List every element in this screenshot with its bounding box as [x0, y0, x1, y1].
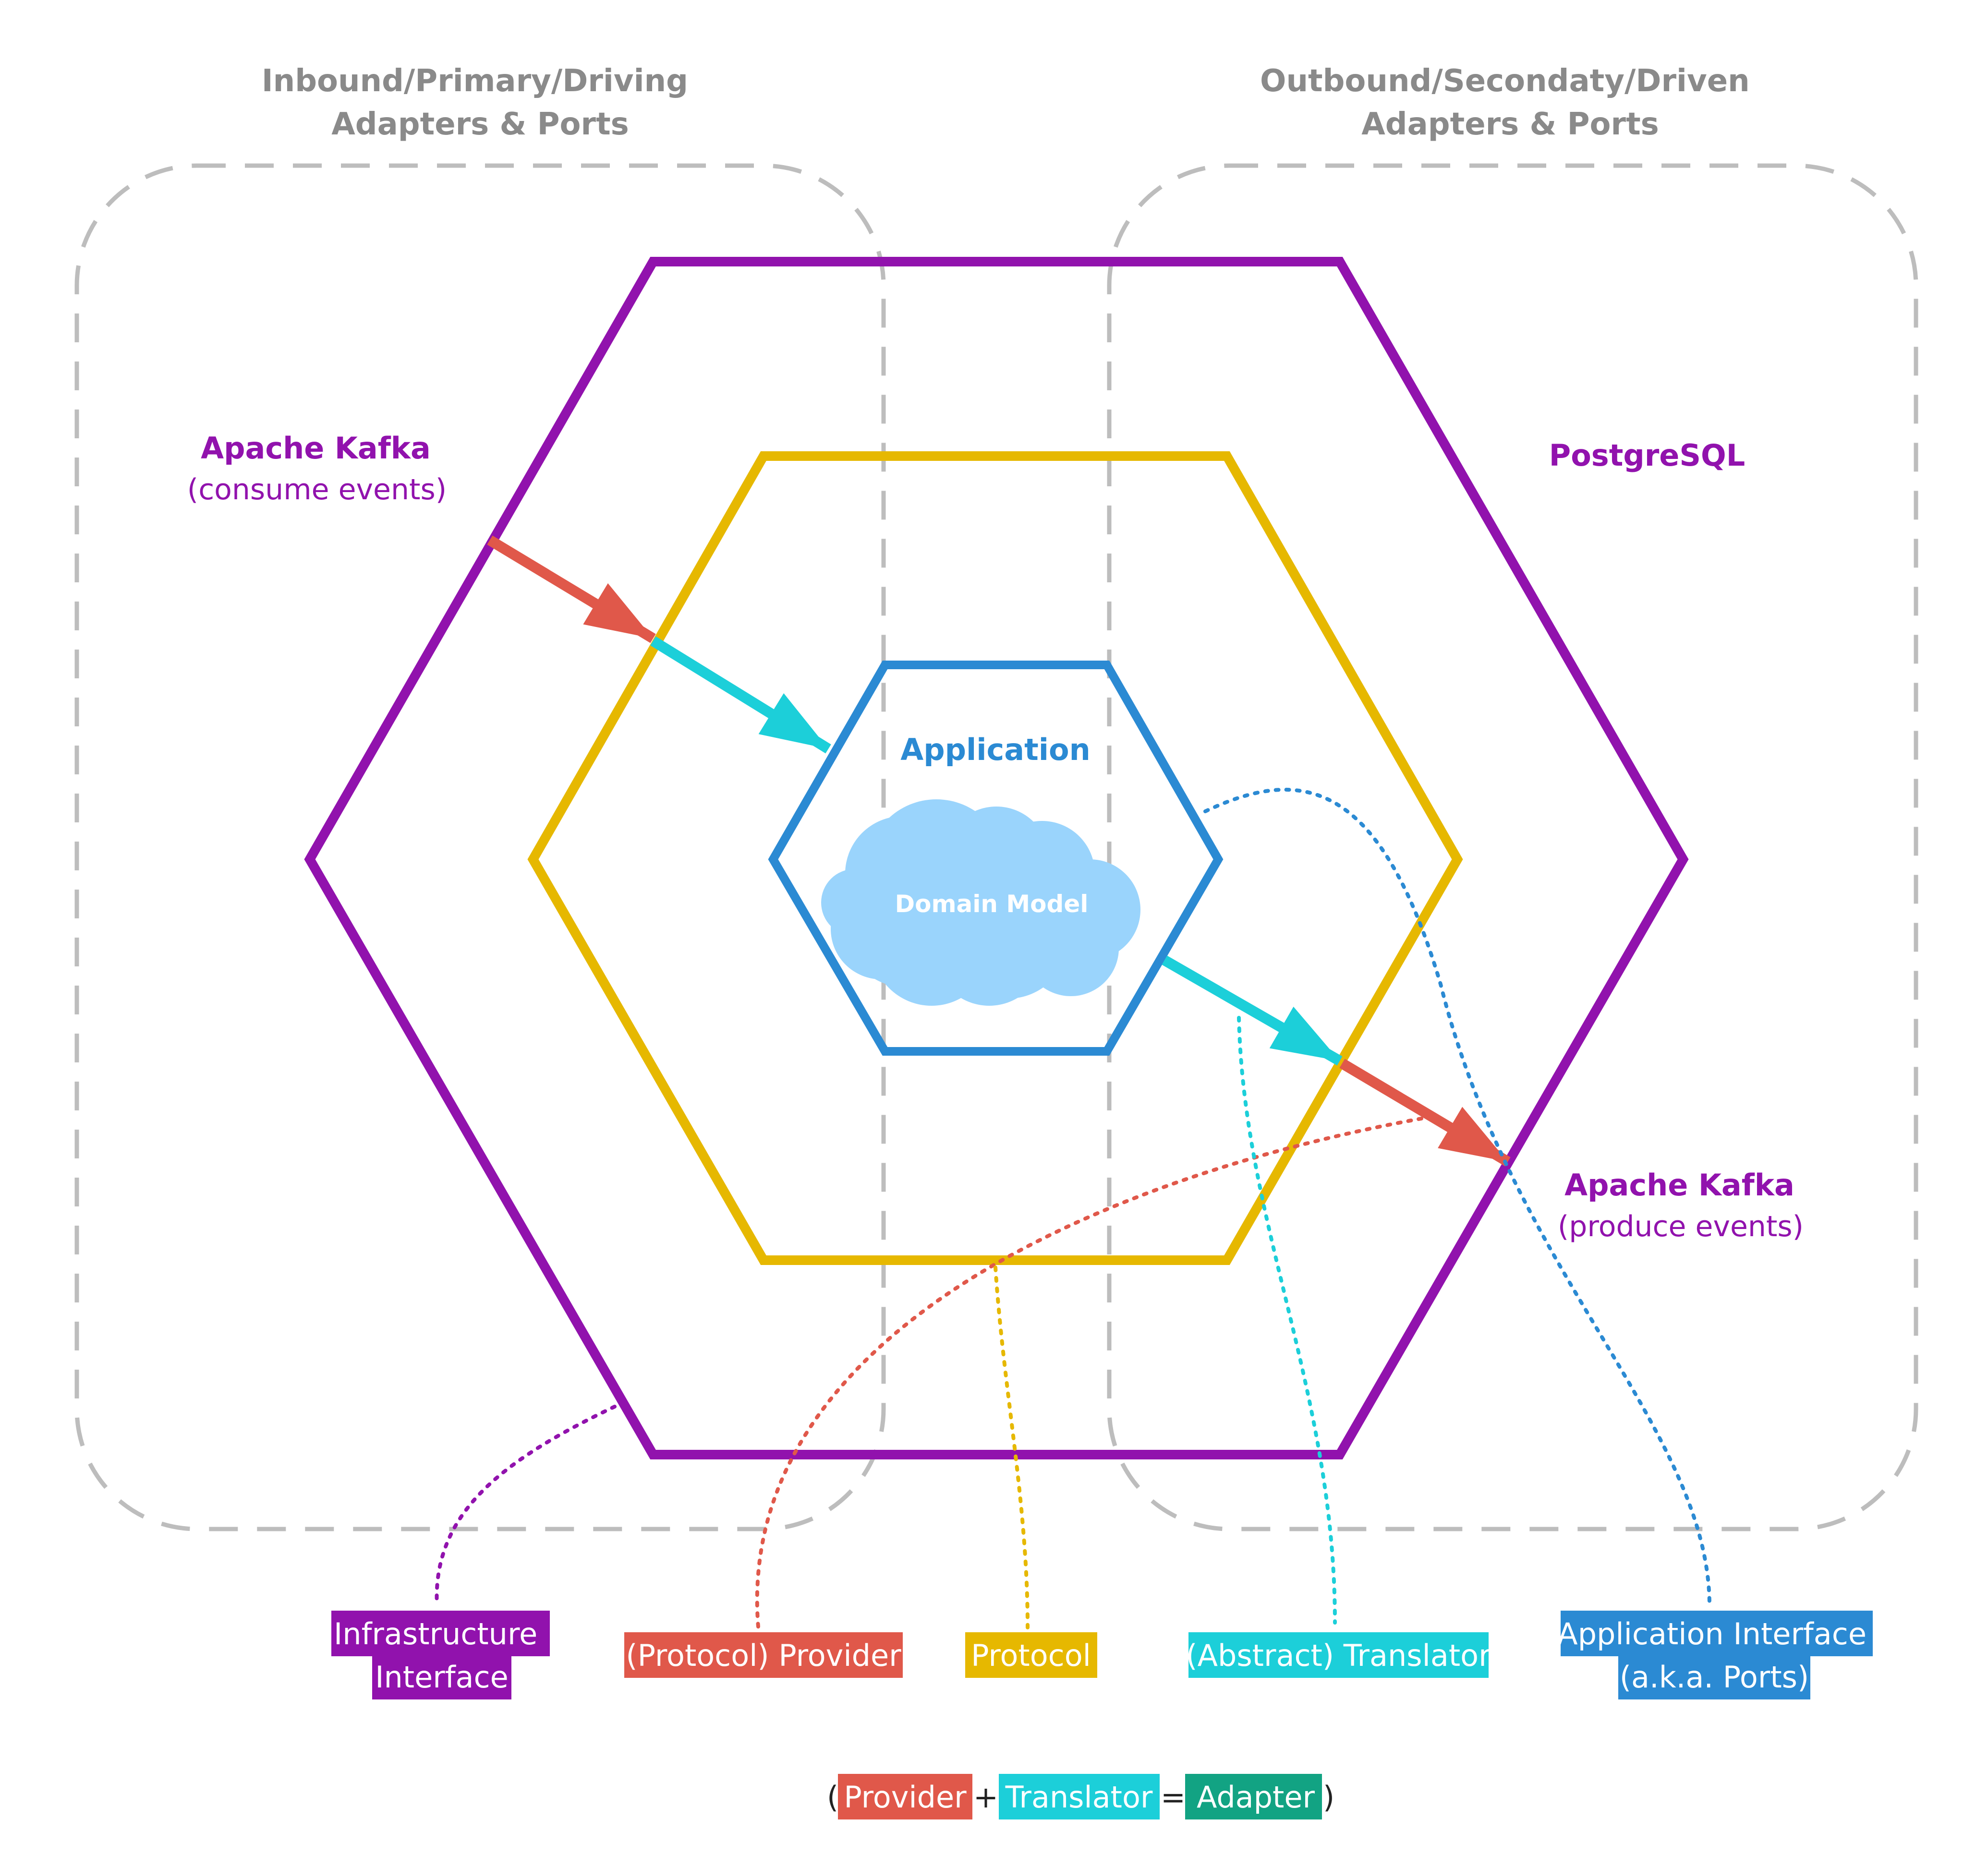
formula-provider: Provider	[844, 1780, 967, 1815]
outbound-group-title: Outbound/Secondaty/Driven Adapters & Por…	[1260, 63, 1760, 142]
outbound-group-box	[1107, 163, 1918, 1531]
kafka-produce-label: Apache Kafka (produce events)	[1558, 1168, 1804, 1243]
legend-protocol-label: Protocol	[971, 1638, 1091, 1673]
arrow-icon-inbound-translator	[650, 636, 831, 754]
kafka-consume-name: Apache Kafka	[201, 431, 431, 466]
kafka-consume-label: Apache Kafka (consume events)	[187, 431, 447, 506]
legend-provider-label: (Protocol) Provider	[626, 1638, 901, 1673]
postgresql-label: PostgreSQL	[1549, 438, 1745, 473]
inbound-title-line2: Adapters & Ports	[331, 107, 629, 142]
provider-connector	[755, 1117, 1423, 1634]
formula-translator: Translator	[1005, 1780, 1153, 1815]
inbound-title-line1: Inbound/Primary/Driving	[262, 63, 688, 99]
formula-open-paren: (	[827, 1780, 838, 1815]
legend-translator-label: (Abstract) Translator	[1186, 1638, 1491, 1673]
infrastructure-connector	[435, 1405, 617, 1608]
outbound-title-line1: Outbound/Secondaty/Driven	[1260, 63, 1750, 99]
formula-plus: +	[973, 1780, 998, 1815]
legend-app-interface-line2: (a.k.a. Ports)	[1620, 1660, 1809, 1695]
legend-protocol: Protocol	[965, 1632, 1097, 1678]
cloud-icon	[821, 799, 1140, 1006]
adapter-formula: ( Provider + Translator = Adapter )	[827, 1774, 1334, 1819]
arrow-icon-inbound-provider	[487, 535, 656, 643]
outbound-title-line2: Adapters & Ports	[1361, 107, 1659, 142]
legend-protocol-provider: (Protocol) Provider	[624, 1632, 903, 1678]
legend-application-interface: Application Interface (a.k.a. Ports)	[1557, 1611, 1876, 1699]
arrow-icon-outbound-translator	[1162, 955, 1343, 1066]
translator-connector	[1237, 1016, 1337, 1625]
protocol-hexagon	[527, 451, 1463, 1265]
svg-text:Application Interface (a: Application Interface (a.k.a. Ports)	[1557, 1616, 1876, 1695]
application-label: Application	[900, 732, 1090, 767]
inbound-group-title: Inbound/Primary/Driving Adapters & Ports	[262, 63, 699, 142]
legend-abstract-translator: (Abstract) Translator	[1186, 1632, 1491, 1678]
legend-infrastructure-line2: Interface	[375, 1660, 509, 1695]
application-hexagon	[768, 661, 1224, 1056]
kafka-consume-detail: (consume events)	[187, 473, 447, 506]
legend-infrastructure-interface: Infrastructure Interface	[331, 1611, 550, 1699]
kafka-produce-name: Apache Kafka	[1564, 1168, 1794, 1203]
legend-infrastructure-line1: Infrastructure	[334, 1616, 537, 1651]
formula-close-paren: )	[1323, 1780, 1334, 1815]
infrastructure-hexagon	[304, 257, 1689, 1459]
application-interface-connector	[1203, 787, 1711, 1608]
domain-model-label: Domain Model	[895, 890, 1089, 918]
formula-equals: =	[1161, 1780, 1186, 1815]
arrow-icon-outbound-provider	[1339, 1059, 1511, 1167]
svg-text:Infrastructure Interface: Infrastructure Interface	[334, 1616, 547, 1695]
formula-adapter: Adapter	[1197, 1780, 1315, 1815]
legend-app-interface-line1: Application Interface	[1557, 1616, 1867, 1651]
protocol-connector	[994, 1265, 1030, 1629]
kafka-produce-detail: (produce events)	[1558, 1210, 1804, 1243]
inbound-group-box	[74, 163, 886, 1531]
